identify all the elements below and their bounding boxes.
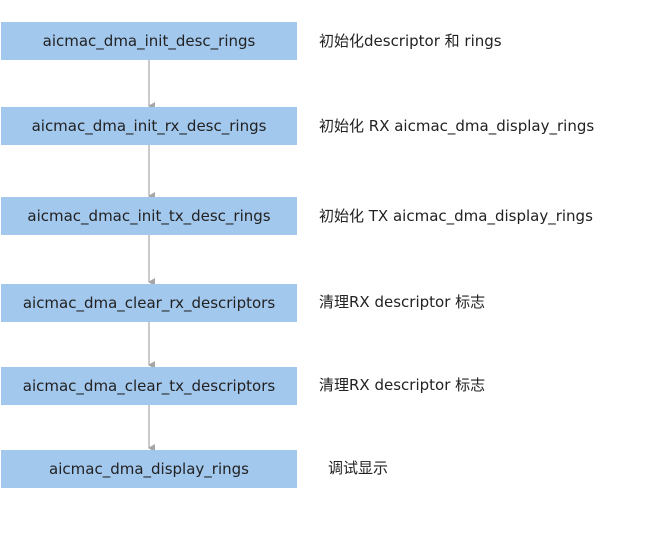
step-note-display-rings: 调试显示 bbox=[328, 459, 389, 477]
step-box-display-rings: aicmac_dma_display_rings bbox=[1, 450, 297, 488]
step-box-clear-rx-descriptors: aicmac_dma_clear_rx_descriptors bbox=[1, 284, 297, 322]
step-note-init-rx-desc-rings: 初始化 RX aicmac_dma_display_rings bbox=[319, 117, 595, 135]
step-note-clear-rx-descriptors: 清理RX descriptor 标志 bbox=[319, 293, 486, 311]
step-note-clear-tx-descriptors: 清理RX descriptor 标志 bbox=[319, 376, 486, 394]
step-box-init-rx-desc-rings: aicmac_dma_init_rx_desc_rings bbox=[1, 107, 297, 145]
step-box-init-desc-rings: aicmac_dma_init_desc_rings bbox=[1, 22, 297, 60]
step-box-init-tx-desc-rings: aicmac_dmac_init_tx_desc_rings bbox=[1, 197, 297, 235]
step-note-init-desc-rings: 初始化descriptor 和 rings bbox=[319, 32, 502, 50]
step-note-init-tx-desc-rings: 初始化 TX aicmac_dma_display_rings bbox=[319, 207, 593, 225]
step-box-clear-tx-descriptors: aicmac_dma_clear_tx_descriptors bbox=[1, 367, 297, 405]
